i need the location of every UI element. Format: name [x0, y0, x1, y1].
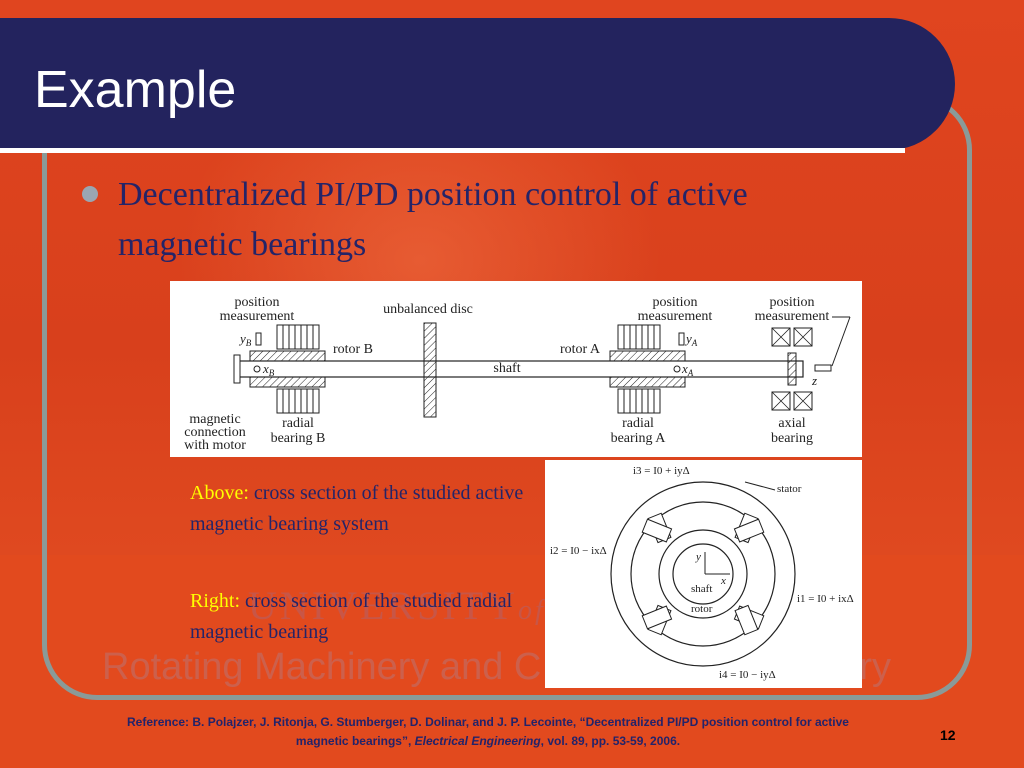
stator-inner — [630, 501, 776, 647]
label-pos-meas-mid-1: position — [652, 295, 697, 310]
label-pos-meas-left-1: position — [234, 295, 279, 310]
label-pos-meas-mid-2: measurement — [638, 309, 713, 324]
amb-system-diagram: position measurement unbalanced disc pos… — [184, 295, 851, 453]
label-i3: i3 = I0 + iyΔ — [633, 465, 690, 477]
sensor-xb — [253, 365, 261, 373]
label-yb: yB — [238, 331, 252, 348]
title-bar: Example — [0, 18, 955, 153]
sensor-yb — [255, 332, 262, 346]
watermark-university: UNIVERSITYof — [248, 583, 546, 628]
label-y: y — [695, 551, 701, 563]
radial-bearing-figure: i3 = I0 + iyΔ stator i2 = I0 − ixΔ i1 = … — [545, 460, 862, 688]
label-radial-b-2: bearing B — [271, 431, 326, 446]
title-underline — [0, 148, 905, 153]
label-magnetic-3: with motor — [184, 438, 246, 453]
label-z: z — [811, 373, 817, 388]
rotor-b-bottom — [249, 376, 326, 388]
shaft-end-left — [233, 354, 241, 384]
caption-above-label: Above: — [190, 482, 249, 504]
label-xb: xB — [262, 361, 275, 378]
label-stator: stator — [777, 483, 802, 495]
amb-system-figure: position measurement unbalanced disc pos… — [170, 281, 862, 457]
slide-title: Example — [34, 61, 237, 119]
rotor-a-top — [609, 350, 686, 362]
label-radial-a-2: bearing A — [611, 431, 667, 446]
label-axial-1: axial — [778, 416, 805, 431]
label-unbalanced-disc: unbalanced disc — [383, 302, 473, 317]
bullet-text: Decentralized PI/PD position control of … — [118, 176, 748, 263]
label-i1: i1 = I0 + ixΔ — [797, 593, 854, 605]
label-ya: yA — [684, 331, 698, 348]
stator-leader — [744, 481, 776, 491]
label-x: x — [720, 575, 726, 587]
label-shaft: shaft — [691, 583, 712, 595]
label-magnetic-1: magnetic — [189, 412, 240, 427]
radial-bearing-a — [617, 324, 661, 414]
page-number: 12 — [940, 727, 956, 743]
sensor-ya — [678, 332, 685, 346]
rotor-outer — [658, 529, 748, 619]
caption-above: Above: cross section of the studied acti… — [190, 478, 530, 540]
bullet-marker — [82, 186, 98, 202]
unbalanced-disc — [423, 322, 437, 418]
caption-right: Right: cross section of the studied radi… — [190, 586, 530, 648]
label-i4: i4 = I0 − iyΔ — [719, 669, 776, 681]
label-magnetic-2: connection — [184, 425, 245, 440]
stator-outer — [610, 481, 796, 667]
label-pos-meas-right-2: measurement — [755, 309, 830, 324]
caption-right-label: Right: — [190, 590, 241, 612]
caption-right-text: cross section of the studied radial magn… — [190, 590, 513, 643]
label-xa: xA — [681, 361, 694, 378]
sensor-xa — [673, 365, 681, 373]
rotor-b-top — [249, 350, 326, 362]
label-rotor: rotor — [691, 603, 713, 615]
label-shaft: shaft — [493, 361, 520, 376]
label-radial-a-1: radial — [622, 416, 654, 431]
label-rotor-b: rotor B — [333, 342, 373, 357]
caption-above-text: cross section of the studied active magn… — [190, 482, 524, 535]
shaft-circle — [672, 543, 734, 605]
label-pos-meas-right-1: position — [769, 295, 814, 310]
rotor-a-bottom — [609, 376, 686, 388]
radial-bearing-b — [276, 324, 320, 414]
reference-citation: Reference: B. Polajzer, J. Ritonja, G. S… — [127, 715, 849, 748]
axial-bearing — [771, 327, 832, 411]
label-pos-meas-left-2: measurement — [220, 309, 295, 324]
label-axial-2: bearing — [771, 431, 813, 446]
stator-poles — [641, 512, 765, 636]
label-rotor-a: rotor A — [560, 342, 601, 357]
label-i2: i2 = I0 − ixΔ — [550, 545, 607, 557]
radial-bearing-diagram: i3 = I0 + iyΔ stator i2 = I0 − ixΔ i1 = … — [550, 465, 854, 681]
label-radial-b-1: radial — [282, 416, 314, 431]
